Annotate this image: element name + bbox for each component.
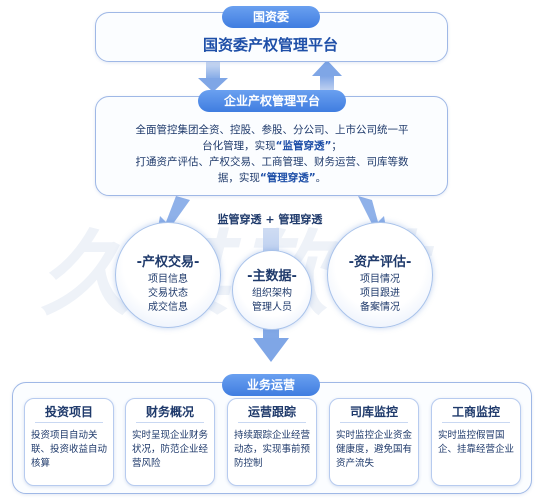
penetration-label: 监管穿透 + 管理穿透	[217, 213, 323, 226]
card-treasury-monitoring: 司库监控 实时监控企业资金健康度，避免国有资产流失	[329, 398, 419, 486]
card-operations-tracking: 运营跟踪 持续跟踪企业经营动态，实现事前预防控制	[227, 398, 317, 486]
card-title: 财务概况	[145, 405, 194, 419]
card-title: 工商监控	[451, 405, 500, 419]
circle-line: 项目跟进	[360, 288, 400, 299]
card-divider	[442, 422, 510, 423]
card-divider	[35, 422, 103, 423]
circle-line: 备案情况	[360, 302, 400, 313]
card-title: 投资项目	[44, 405, 93, 419]
circle-asset-evaluation: -资产评估- 项目情况 项目跟进 备案情况	[327, 222, 433, 328]
card-description: 实时监控企业资金健康度，避免国有资产流失	[336, 430, 413, 469]
desc-line-3: 打通资产评估、产权交易、工商管理、财务运营、司库等数	[135, 156, 409, 168]
card-divider	[340, 422, 408, 423]
gov-tab: 国资委	[222, 6, 320, 28]
card-investment-projects: 投资项目 投资项目自动关联、投资收益自动核算	[24, 398, 114, 486]
desc-line-2: 台化管理，实现“监管穿透”；	[202, 140, 342, 152]
card-description: 投资项目自动关联、投资收益自动核算	[31, 430, 108, 469]
desc-line-4: 据，实现“管理穿透”。	[217, 172, 327, 184]
circle-line: 项目信息	[148, 274, 188, 285]
circle-line: 成交信息	[148, 302, 188, 313]
card-title: 运营跟踪	[247, 405, 296, 419]
card-financial-overview: 财务概况 实时呈现企业财务状况，防范企业经营风险	[125, 398, 215, 486]
circle-property-trading: -产权交易- 项目信息 交易状态 成交信息	[115, 222, 221, 328]
arrow-down-top-to-mid	[198, 62, 228, 92]
gov-platform-title: 国资委产权管理平台	[202, 36, 338, 54]
card-title: 司库监控	[349, 405, 398, 419]
card-description: 实时呈现企业财务状况，防范企业经营风险	[132, 430, 209, 469]
card-divider	[136, 422, 204, 423]
circle-title: -产权交易-	[136, 255, 200, 270]
business-tab: 业务运营	[222, 374, 320, 396]
arrow-up-mid-to-top	[312, 60, 342, 94]
circle-master-data: -主数据- 组织架构 管理人员	[232, 250, 312, 330]
card-description: 实时监控假冒国企、挂靠经营企业	[438, 430, 515, 455]
circle-title: -资产评估-	[348, 255, 412, 270]
card-business-registration-monitoring: 工商监控 实时监控假冒国企、挂靠经营企业	[431, 398, 521, 486]
circle-line: 项目情况	[360, 274, 400, 285]
circle-title: -主数据-	[247, 269, 297, 284]
enterprise-tab: 企业产权管理平台	[198, 90, 346, 112]
enterprise-platform-box	[95, 96, 448, 196]
card-description: 持续跟踪企业经营动态，实现事前预防控制	[234, 430, 311, 469]
circle-line: 组织架构	[252, 288, 292, 299]
desc-line-1: 全面管控集团全资、控股、参股、分公司、上市公司统一平	[135, 124, 409, 136]
enterprise-description: 全面管控集团全资、控股、参股、分公司、上市公司统一平 台化管理，实现“监管穿透”…	[112, 122, 432, 186]
card-divider	[238, 422, 306, 423]
circle-line: 交易状态	[148, 288, 188, 299]
circle-line: 管理人员	[252, 302, 292, 313]
